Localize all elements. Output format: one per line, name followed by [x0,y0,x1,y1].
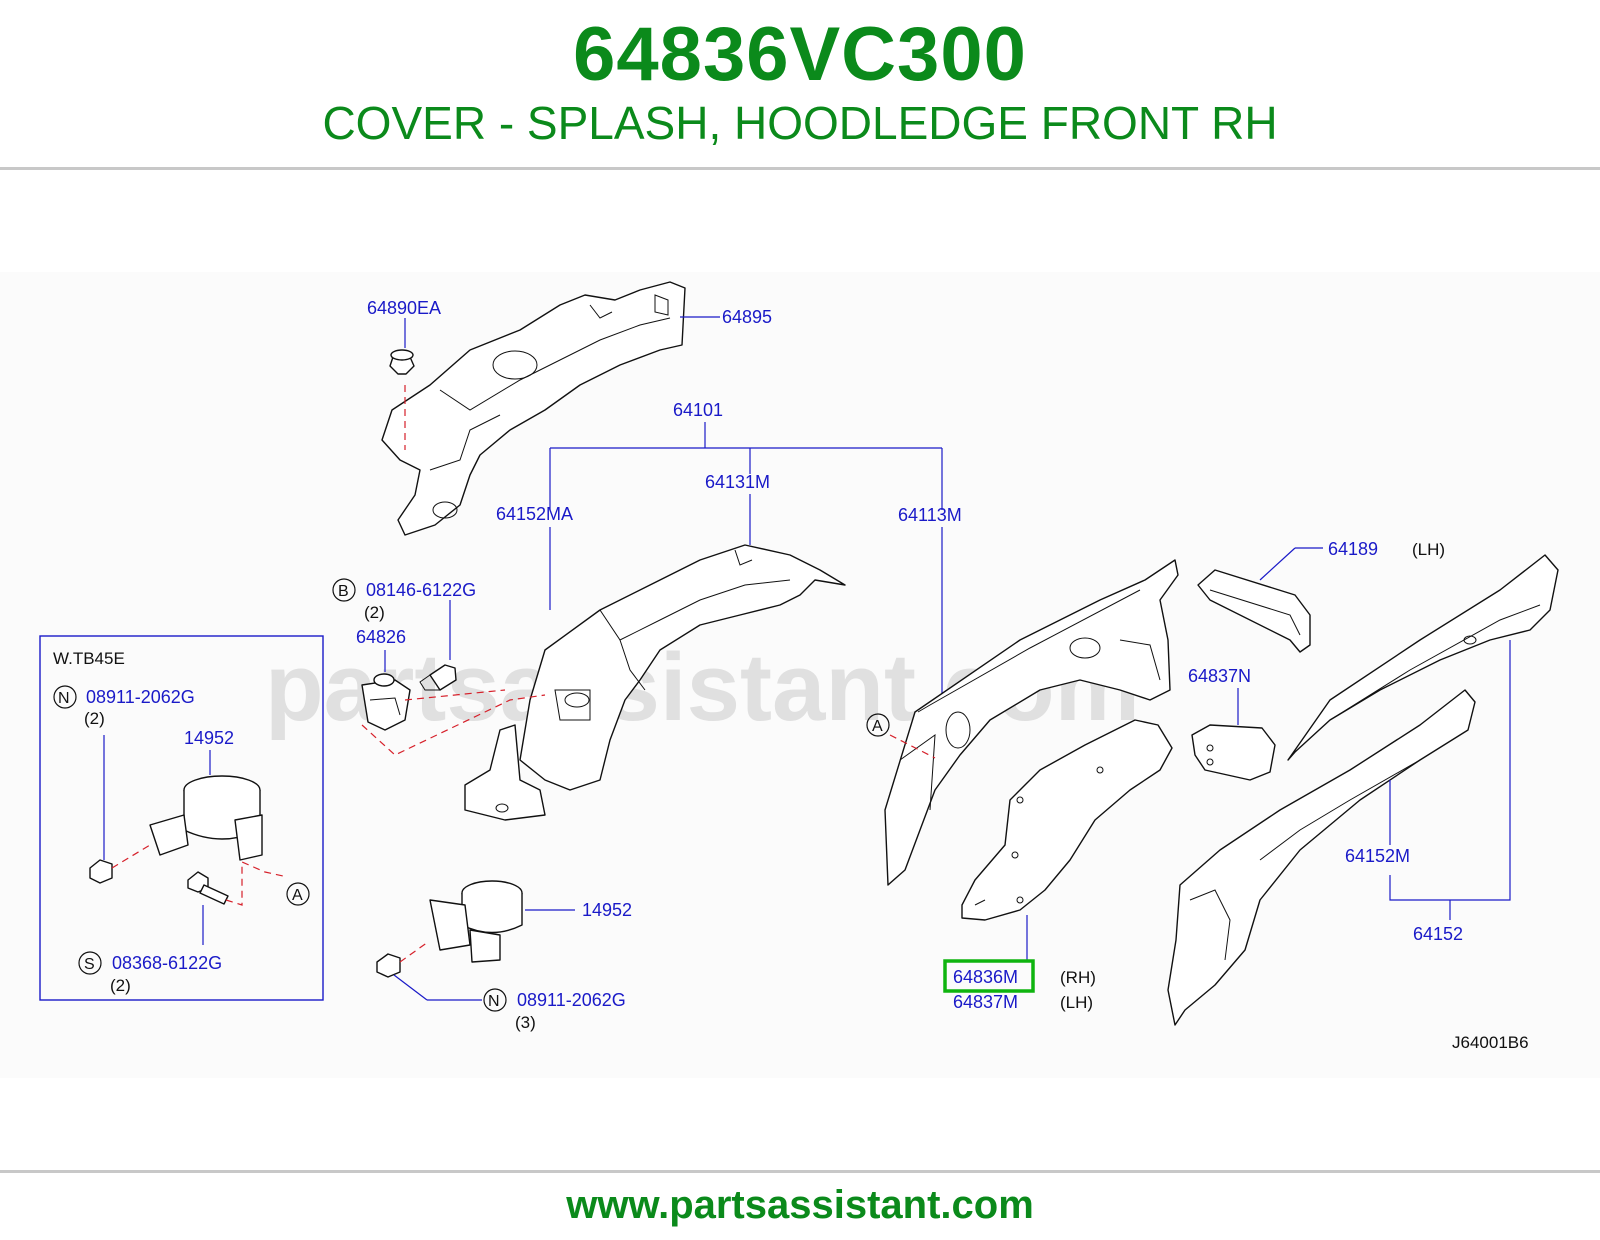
callout-a-inset: A [292,887,303,904]
part-14952-drawing [429,880,523,963]
qty-08146-6122G: (2) [364,603,385,622]
bottom-divider [0,1170,1600,1173]
part-stud-inset-drawing [187,871,229,905]
label-64890EA: 64890EA [367,298,441,318]
page-header: 64836VC300 COVER - SPLASH, HOODLEDGE FRO… [0,0,1600,170]
part-64895-drawing [381,281,686,536]
label-14952: 14952 [582,900,632,920]
part-bolt-b-drawing [419,664,457,691]
qty-08911-2062G-inset: (2) [84,709,105,728]
label-08911-2062G: 08911-2062G [517,990,626,1010]
label-64152: 64152 [1413,924,1463,944]
diagram-area [0,272,1600,1078]
top-divider [0,167,1600,170]
inset-box [39,635,324,1001]
part-64826-drawing [361,673,411,731]
qty-08911-2062G: (3) [515,1013,536,1032]
part-14952-inset-drawing [149,775,263,861]
side-64836M: (RH) [1060,968,1096,987]
callout-n: N [488,993,500,1010]
callout-s: S [84,956,95,973]
qty-08368-6122G: (2) [110,976,131,995]
part-nut-inset-drawing [89,859,113,884]
highlight-64836M [943,959,1035,993]
part-64152-drawing [1167,689,1476,1026]
label-64101: 64101 [673,400,723,420]
part-64113M-drawing [884,559,1179,886]
part-nut-drawing [376,953,401,978]
label-14952-inset: 14952 [184,728,234,748]
side-64837M: (LH) [1060,993,1093,1012]
label-64895: 64895 [722,307,772,327]
label-64113M: 64113M [898,505,962,525]
inset-title: W.TB45E [53,649,125,668]
part-64131M-drawing [464,544,846,821]
footer-url[interactable]: www.partsassistant.com [566,1183,1034,1227]
label-64826: 64826 [356,627,406,647]
part-number-title: 64836VC300 [573,12,1027,97]
part-64837N-drawing [1191,724,1276,781]
label-64837N: 64837N [1188,666,1251,686]
label-64152M: 64152M [1345,846,1410,866]
part-64189-drawing [1197,569,1311,653]
label-08368-6122G: 08368-6122G [112,953,222,973]
part-description: COVER - SPLASH, HOODLEDGE FRONT RH [322,97,1278,149]
label-64152MA: 64152MA [496,504,573,524]
label-64189: 64189 [1328,539,1378,559]
callout-n-inset: N [58,690,70,707]
label-64837M[interactable]: 64837M [953,992,1018,1012]
label-08911-2062G-inset: 08911-2062G [86,687,195,707]
label-08146-6122G: 08146-6122G [366,580,476,600]
callout-b: B [338,583,349,600]
diagram-code: J64001B6 [1452,1033,1529,1052]
side-64189: (LH) [1412,540,1445,559]
label-64131M: 64131M [705,472,770,492]
part-64836M-drawing [961,719,1173,921]
callout-a: A [872,718,883,735]
part-64152M-drawing [1287,554,1559,761]
label-64836M[interactable]: 64836M [953,967,1018,987]
